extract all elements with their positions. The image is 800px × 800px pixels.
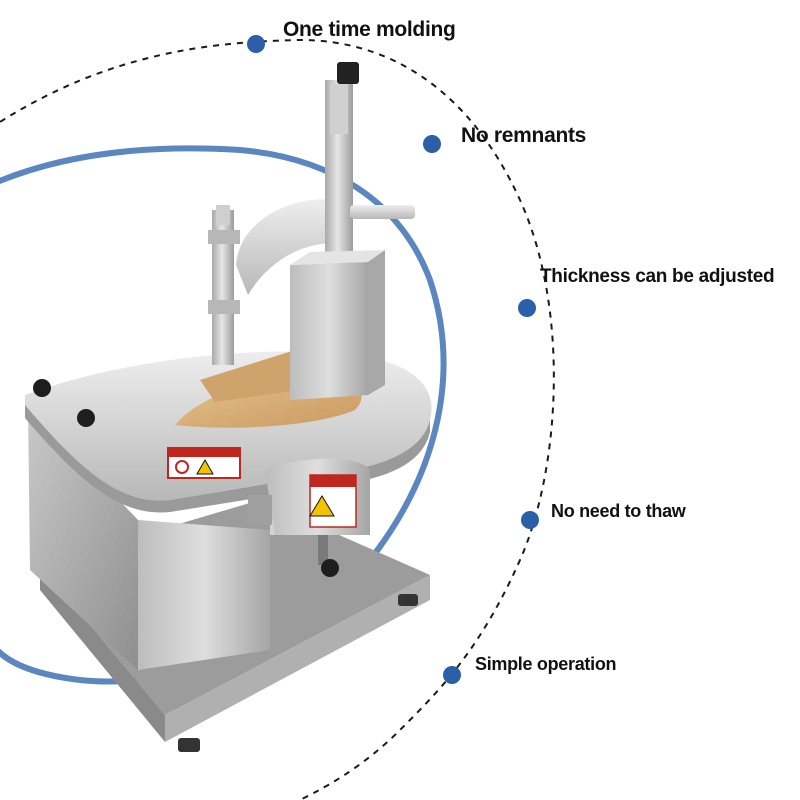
press-column (208, 62, 415, 365)
warning-sticker-deck (167, 447, 241, 479)
feature-label-simple-operation: Simple operation (475, 654, 617, 674)
feature-label-no-need-to-thaw: No need to thaw (551, 501, 686, 521)
feed-chute (290, 250, 385, 400)
blue-orbit-arc (0, 145, 447, 685)
feature-label-no-remnants: No remnants (461, 124, 587, 147)
feature-dot-3 (518, 299, 536, 317)
adjust-knob-left (33, 379, 95, 427)
feature-label-thickness-adjusted: Thickness can be adjusted (540, 266, 775, 287)
feature-dot-1 (247, 35, 265, 53)
feature-dot-2 (423, 135, 441, 153)
dashed-orbit-arc (0, 38, 555, 800)
feature-label-one-time-molding: One time molding (283, 18, 456, 41)
feature-dot-4 (521, 511, 539, 529)
thickness-knob (318, 535, 339, 577)
warning-sticker-guard (309, 474, 357, 528)
feature-dot-5 (443, 666, 461, 684)
